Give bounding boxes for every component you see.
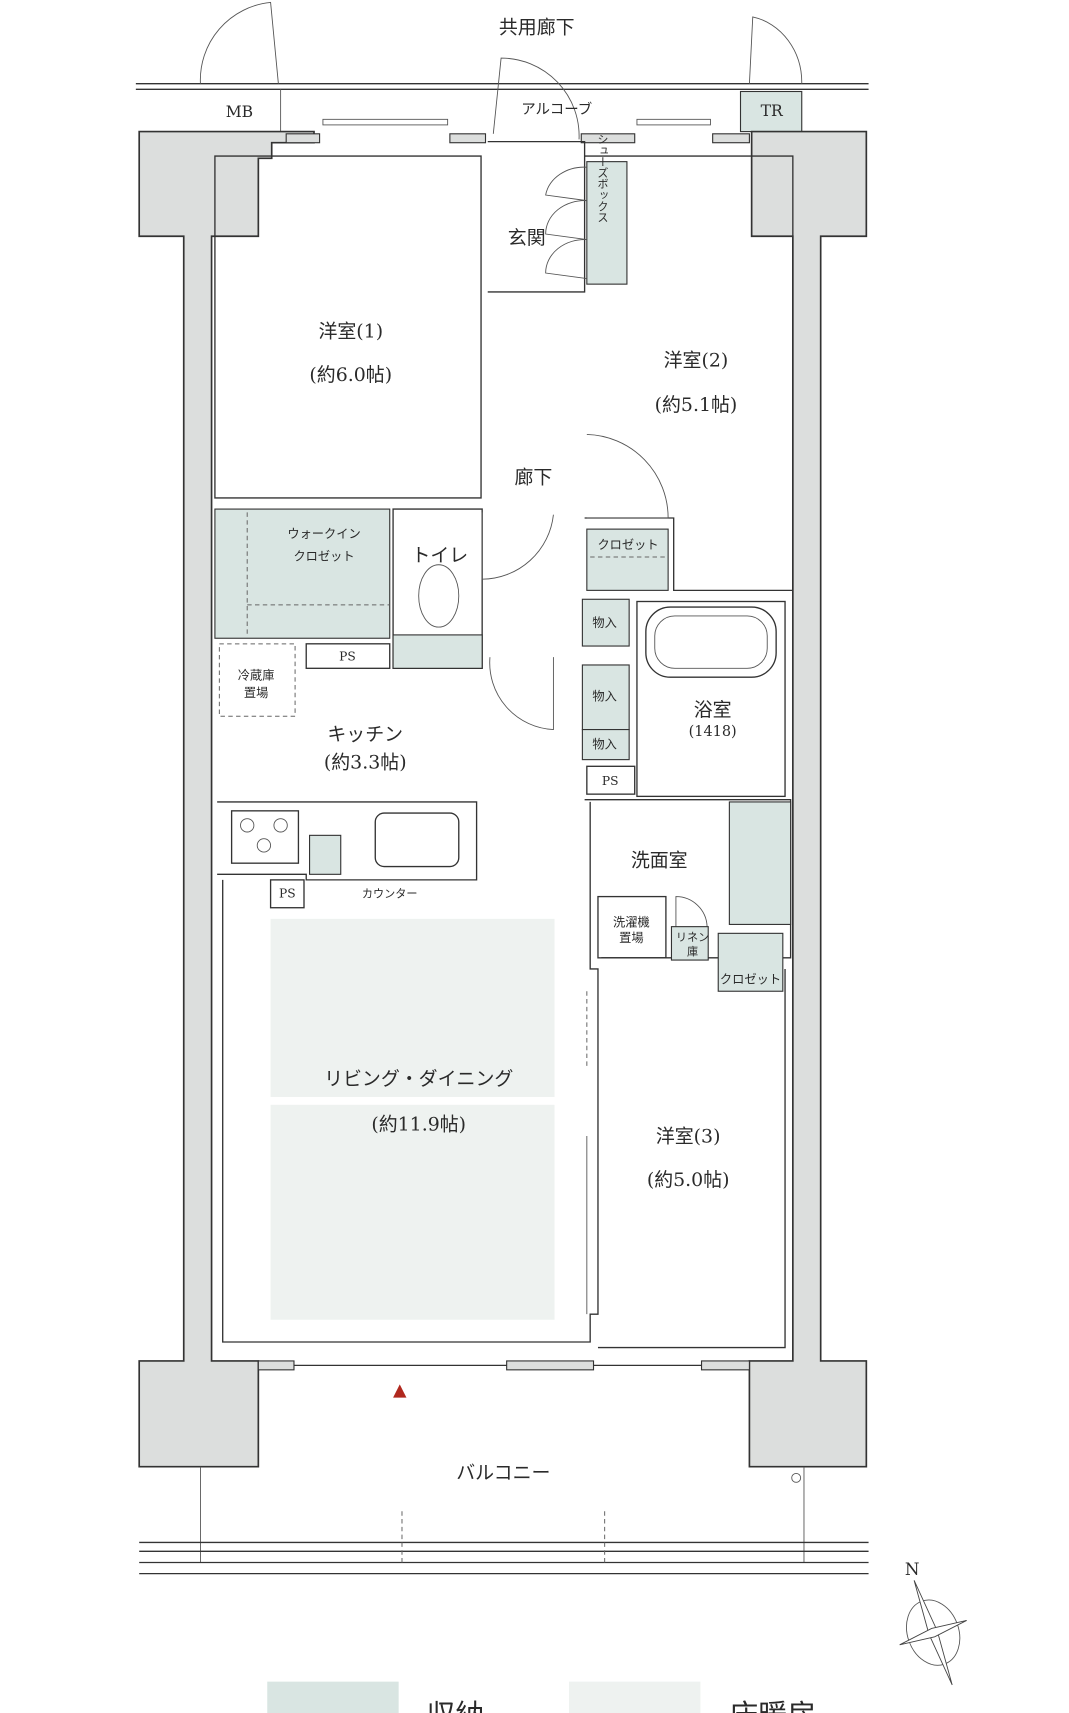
kitchen-counter bbox=[217, 801, 478, 881]
closet-room3 bbox=[717, 932, 784, 992]
fridge-space bbox=[218, 643, 296, 717]
kitchen-storage bbox=[309, 834, 342, 875]
window-top-2 bbox=[636, 118, 711, 126]
living-size: (約11.9帖) bbox=[371, 1113, 466, 1135]
ps-box-1 bbox=[305, 643, 391, 669]
linen-label-1: リネン bbox=[676, 931, 709, 944]
shoebox bbox=[586, 161, 628, 285]
western3-name: 洋室(3) bbox=[656, 1126, 721, 1148]
storage-2-label: 物入 bbox=[592, 690, 616, 704]
western2-size: (約5.1帖) bbox=[655, 394, 738, 416]
storage-3-label: 物入 bbox=[592, 737, 616, 751]
wic-label-1: ウォークイン bbox=[287, 527, 360, 541]
common-corridor-label: 共用廊下 bbox=[499, 17, 575, 39]
ps-box-2 bbox=[586, 765, 636, 795]
room2-door-icon bbox=[586, 434, 669, 519]
bath-name: 浴室 bbox=[694, 699, 732, 721]
legend: 収納 床暖房 bbox=[267, 1681, 816, 1713]
tr-door-icon bbox=[748, 16, 803, 84]
window-top-1 bbox=[322, 118, 449, 126]
linen-storage bbox=[670, 926, 709, 961]
western3-size: (約5.0帖) bbox=[647, 1169, 730, 1191]
wic-label-2: クロゼット bbox=[293, 549, 354, 563]
ps-label-2: PS bbox=[602, 774, 619, 788]
linen-label-2: 庫 bbox=[687, 945, 698, 959]
bath-size: (1418) bbox=[689, 724, 737, 740]
balcony-label: バルコニー bbox=[456, 1462, 550, 1484]
western-room-1 bbox=[214, 155, 482, 499]
kitchen-name: キッチン bbox=[327, 724, 403, 746]
western-room-3 bbox=[597, 968, 786, 1349]
structure bbox=[138, 118, 868, 1468]
legend-storage-swatch bbox=[267, 1681, 399, 1713]
western1-name: 洋室(1) bbox=[318, 321, 383, 343]
bathroom bbox=[636, 600, 786, 798]
legend-heating-swatch bbox=[569, 1681, 701, 1713]
washbasin bbox=[728, 801, 792, 925]
bathtub-icon bbox=[645, 606, 777, 678]
compass-icon: N bbox=[899, 1559, 967, 1686]
mb-door-icon bbox=[199, 1, 279, 84]
ps-box-3 bbox=[269, 879, 305, 909]
mb-label: MB bbox=[226, 103, 253, 121]
alcove-label: アルコーブ bbox=[521, 100, 592, 118]
floor-heating-area-1 bbox=[270, 918, 555, 1098]
western2-name: 洋室(2) bbox=[664, 350, 729, 372]
sink-icon bbox=[374, 812, 460, 868]
kitchen-size: (約3.3帖) bbox=[324, 752, 407, 774]
stove-icon bbox=[230, 810, 300, 864]
closet-room2-label: クロゼット bbox=[597, 538, 658, 552]
kitchen-door-icon bbox=[489, 657, 554, 731]
western1-size: (約6.0帖) bbox=[309, 364, 392, 386]
ps-label-3: PS bbox=[279, 887, 296, 901]
shoebox-doors-icon bbox=[545, 166, 587, 280]
tr-label: TR bbox=[761, 102, 784, 120]
entrance-label: 玄関 bbox=[508, 227, 546, 249]
tr-box bbox=[739, 90, 803, 133]
ps-label-1: PS bbox=[339, 650, 356, 664]
walk-in-closet bbox=[214, 508, 391, 639]
toilet-label: トイレ bbox=[411, 544, 468, 566]
entrance-door-icon bbox=[492, 57, 580, 140]
toilet-icon bbox=[418, 564, 460, 628]
shoebox-label: シューズボックス bbox=[596, 134, 609, 223]
washer-space bbox=[597, 895, 667, 959]
entrance-marker-icon bbox=[393, 1384, 407, 1398]
washer-label-2: 置場 bbox=[619, 931, 643, 945]
washroom-label: 洗面室 bbox=[631, 850, 688, 872]
counter-label: カウンター bbox=[362, 888, 418, 901]
exterior-corridor: 共用廊下 アルコーブ MB TR bbox=[135, 1, 869, 140]
toilet-counter bbox=[392, 634, 483, 669]
washroom-door-icon bbox=[675, 896, 708, 927]
storage-3 bbox=[581, 728, 630, 761]
living-outline bbox=[222, 801, 599, 1343]
floor-heating-area-2 bbox=[270, 1104, 555, 1320]
entrance bbox=[487, 140, 586, 293]
storage-1-label: 物入 bbox=[592, 616, 616, 630]
storage-1 bbox=[581, 598, 630, 647]
toilet-door-icon bbox=[481, 512, 554, 580]
legend-storage-label: 収納 bbox=[426, 1698, 484, 1713]
closet-room2 bbox=[586, 528, 669, 591]
fridge-label-1: 冷蔵庫 bbox=[238, 668, 275, 682]
legend-heating-label: 床暖房 bbox=[729, 1698, 816, 1713]
storage-2 bbox=[581, 664, 630, 731]
north-label: N bbox=[905, 1559, 920, 1579]
room-outlines bbox=[214, 140, 794, 1349]
hallway-label: 廊下 bbox=[514, 466, 552, 488]
living-name: リビング・ダイニング bbox=[324, 1068, 513, 1090]
washer-label-1: 洗濯機 bbox=[613, 915, 650, 930]
balcony: バルコニー bbox=[139, 1384, 869, 1575]
fridge-label-2: 置場 bbox=[244, 686, 268, 700]
closet-room3-label: クロゼット bbox=[720, 972, 781, 986]
